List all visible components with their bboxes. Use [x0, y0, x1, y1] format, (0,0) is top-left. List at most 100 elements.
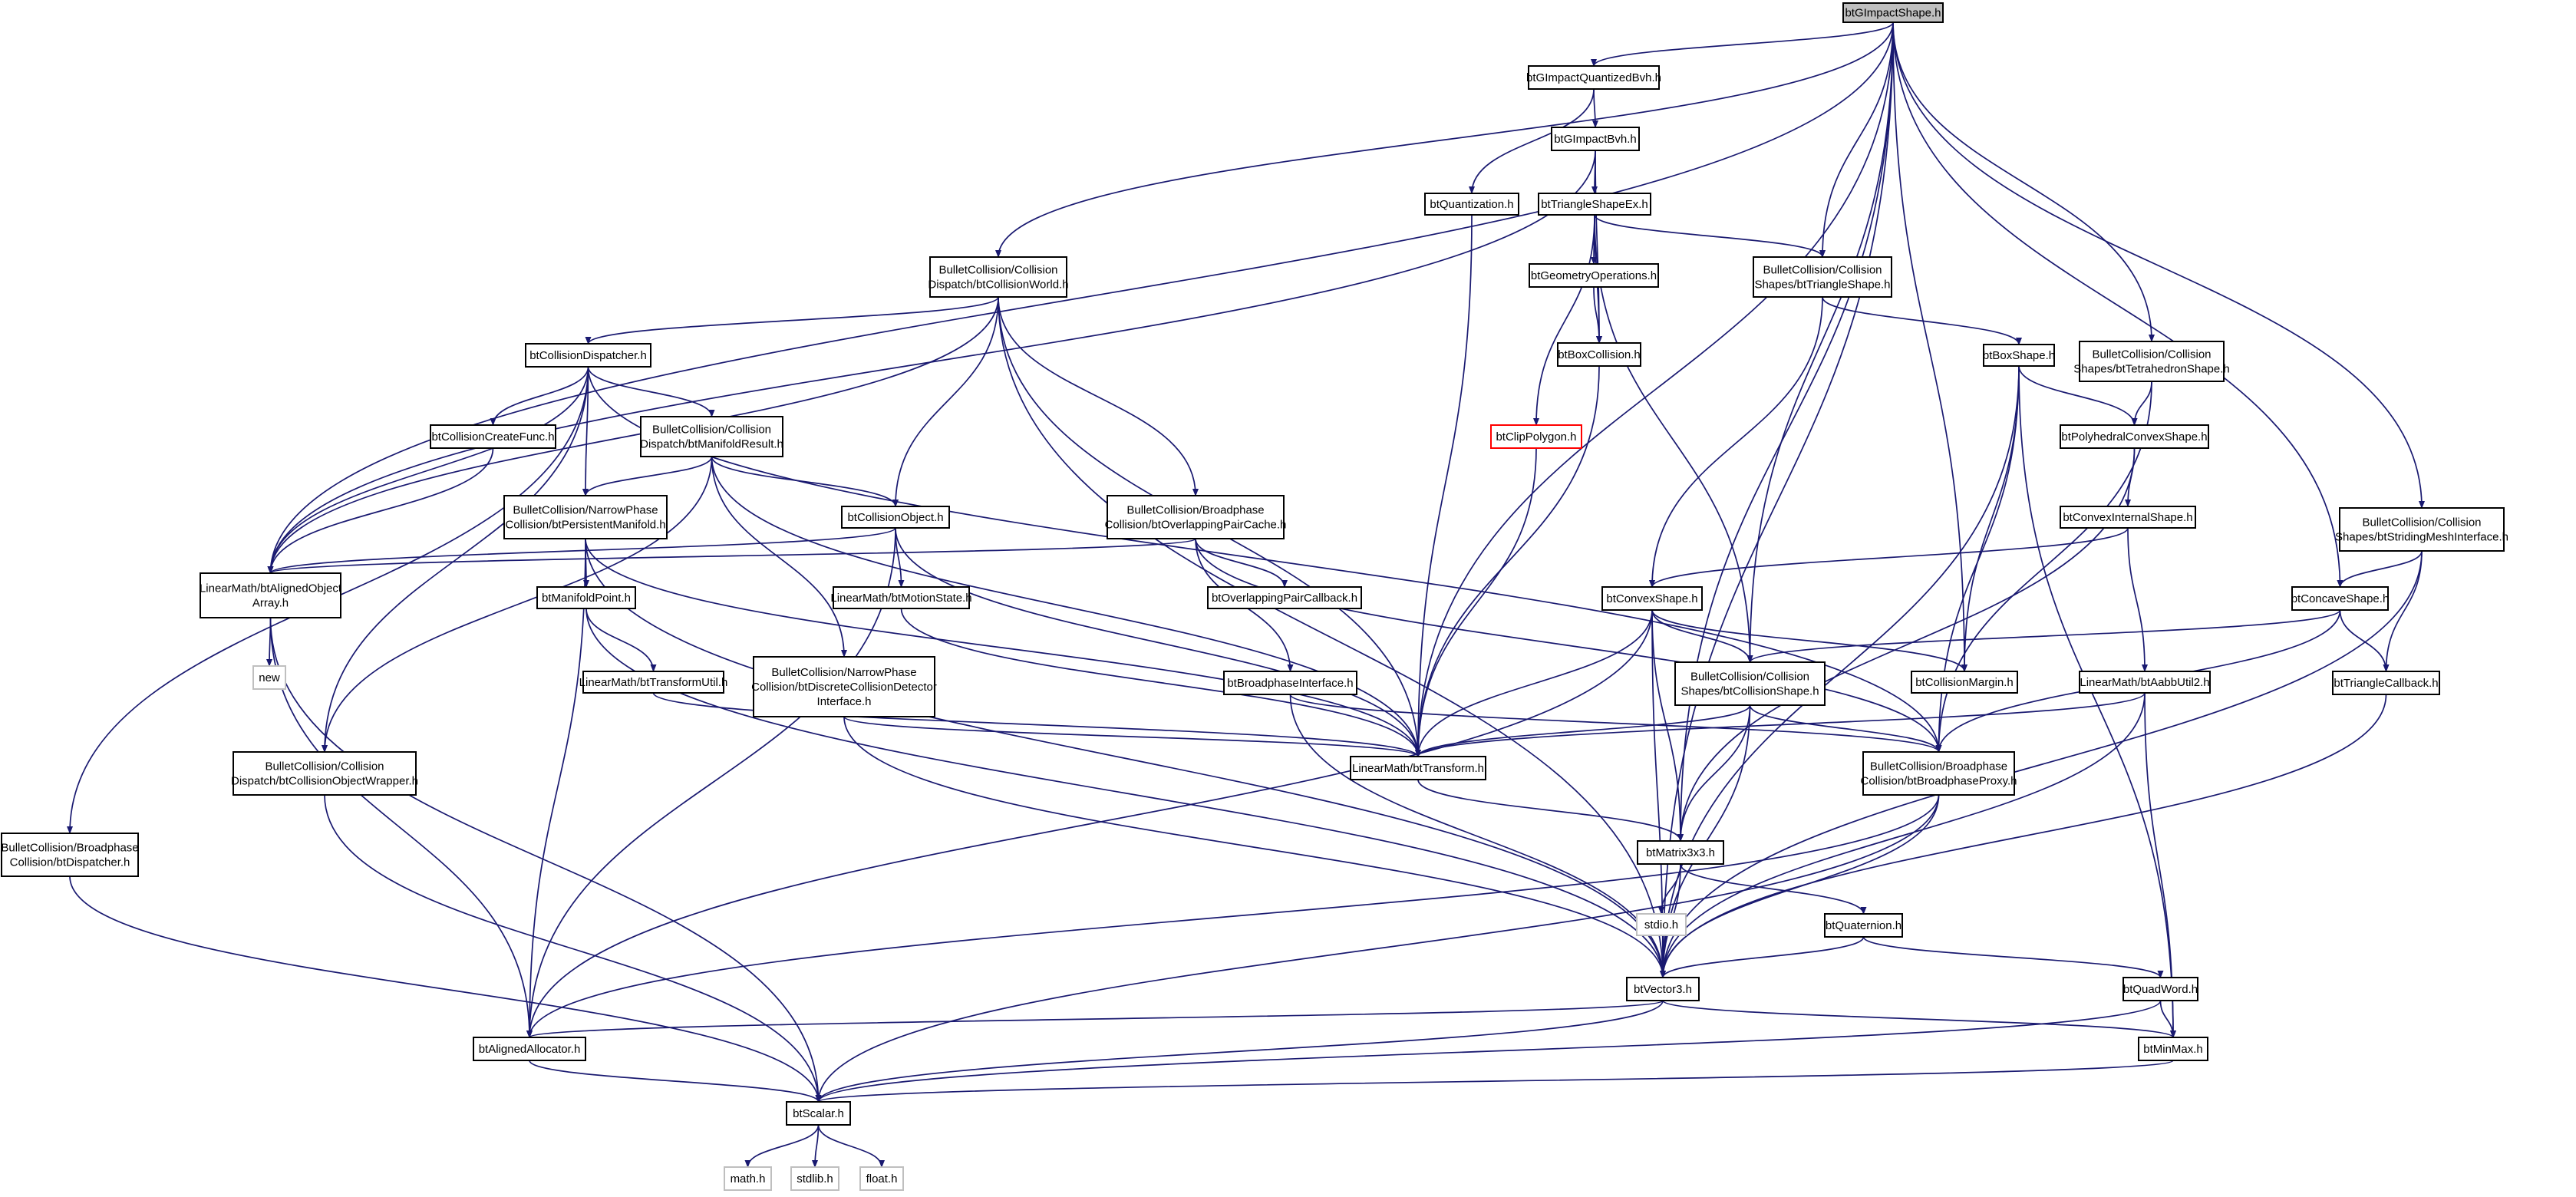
edge-striding-mesh-interface-to-triangle-callback: [2383, 550, 2423, 672]
node-collision-shape[interactable]: BulletCollision/CollisionShapes/btCollis…: [1674, 661, 1826, 706]
edge-vector3-to-aligned-allocator: [526, 1000, 1664, 1038]
node-label: Collision/btBroadphaseProxy.h: [1860, 775, 2017, 788]
node-triangle-shape[interactable]: BulletCollision/CollisionShapes/btTriang…: [1753, 256, 1892, 298]
node-min-max[interactable]: btMinMax.h: [2138, 1037, 2208, 1061]
edge-convex-shape-to-matrix3x3: [1651, 609, 1684, 842]
edge-collision-dispatcher-to-manifold-result: [587, 366, 715, 417]
node-convex-shape[interactable]: btConvexShape.h: [1601, 586, 1703, 611]
node-box: [1, 833, 139, 877]
node-box: [1674, 661, 1826, 706]
node-box: [2079, 671, 2211, 694]
node-label: BulletCollision/NarrowPhase: [513, 504, 658, 517]
edge-manifold-result-to-collision-object: [711, 456, 899, 507]
node-box: [1636, 913, 1687, 936]
node-convex-internal-shape[interactable]: btConvexInternalShape.h: [2060, 506, 2196, 529]
node-broadphase-proxy[interactable]: BulletCollision/BroadphaseCollision/btBr…: [1860, 751, 2017, 796]
node-vector3[interactable]: btVector3.h: [1626, 977, 1700, 1001]
node-triangle-callback[interactable]: btTriangleCallback.h: [2332, 671, 2440, 695]
node-persistent-manifold[interactable]: BulletCollision/NarrowPhaseCollision/btP…: [503, 495, 668, 539]
node-broadphase-interface[interactable]: btBroadphaseInterface.h: [1223, 671, 1357, 695]
node-collision-create-func[interactable]: btCollisionCreateFunc.h: [430, 424, 556, 449]
node-tetrahedron-shape[interactable]: BulletCollision/CollisionShapes/btTetrah…: [2073, 341, 2230, 382]
node-label: Dispatch/btManifoldResult.h: [640, 438, 783, 451]
edge-vector3-to-scalar: [815, 1000, 1664, 1103]
node-aabb-util2[interactable]: LinearMath/btAabbUtil2.h: [2079, 671, 2211, 694]
node-box: [1490, 424, 1582, 449]
node-gimpact-bvh[interactable]: btGImpactBvh.h: [1551, 127, 1640, 151]
node-scalar[interactable]: btScalar.h: [786, 1101, 851, 1126]
node-quantization[interactable]: btQuantization.h: [1424, 193, 1519, 216]
node-label: LinearMath/btAlignedObject: [200, 582, 342, 595]
node-box-collision[interactable]: btBoxCollision.h: [1557, 342, 1641, 367]
node-box-shape[interactable]: btBoxShape.h: [1983, 344, 2055, 367]
node-collision-object[interactable]: btCollisionObject.h: [841, 506, 950, 529]
edge-aligned-object-array-to-scalar: [269, 617, 822, 1103]
node-label: Dispatch/btCollisionObjectWrapper.h: [231, 775, 418, 788]
node-label: btGImpactBvh.h: [1554, 133, 1637, 146]
node-motion-state[interactable]: LinearMath/btMotionState.h: [830, 586, 972, 609]
edge-gimpact-shape-to-transform: [1415, 21, 1894, 757]
node-label: BulletCollision/Collision: [2362, 516, 2481, 529]
edge-manifold-result-to-transform: [711, 456, 1421, 757]
edge-persistent-manifold-to-vector3: [585, 538, 1666, 978]
node-striding-mesh-interface[interactable]: BulletCollision/CollisionShapes/btStridi…: [2335, 507, 2508, 552]
edge-collision-dispatcher-to-persistent-manifold: [582, 366, 589, 496]
node-overlapping-pair-callback[interactable]: btOverlappingPairCallback.h: [1207, 586, 1362, 609]
edge-triangle-shape-to-convex-shape: [1649, 296, 1823, 588]
node-box: [2060, 506, 2196, 529]
node-label: Shapes/btTriangleShape.h: [1754, 279, 1890, 292]
edge-striding-mesh-interface-to-vector3: [1660, 550, 2423, 978]
node-aligned-allocator[interactable]: btAlignedAllocator.h: [473, 1037, 586, 1061]
node-transform-util[interactable]: LinearMath/btTransformUtil.h: [579, 671, 728, 694]
node-manifold-point[interactable]: btManifoldPoint.h: [536, 586, 636, 609]
node-quaternion[interactable]: btQuaternion.h: [1824, 913, 1903, 938]
node-label: Shapes/btTetrahedronShape.h: [2073, 363, 2230, 376]
node-box: [786, 1101, 851, 1126]
node-label: btQuadWord.h: [2123, 983, 2198, 996]
node-label: stdio.h: [1644, 918, 1678, 932]
node-matrix3x3[interactable]: btMatrix3x3.h: [1637, 840, 1724, 865]
node-collision-dispatcher[interactable]: btCollisionDispatcher.h: [525, 343, 651, 368]
node-box: [1107, 495, 1285, 539]
edge-collision-shape-to-broadphase-proxy: [1749, 704, 1942, 753]
node-box: [1601, 586, 1703, 611]
node-transform[interactable]: LinearMath/btTransform.h: [1350, 756, 1486, 780]
node-collision-margin[interactable]: btCollisionMargin.h: [1911, 671, 2018, 694]
node-stdlib-hdr: stdlib.h: [790, 1166, 839, 1191]
node-box: [790, 1166, 839, 1191]
node-label: Collision/btOverlappingPairCache.h: [1105, 519, 1287, 532]
node-collision-object-wrapper[interactable]: BulletCollision/CollisionDispatch/btColl…: [231, 751, 418, 796]
node-overlapping-pair-cache[interactable]: BulletCollision/BroadphaseCollision/btOv…: [1105, 495, 1287, 539]
node-math-hdr: math.h: [724, 1166, 772, 1191]
node-polyhedral-convex-shape[interactable]: btPolyhedralConvexShape.h: [2060, 424, 2209, 449]
node-gimpact-shape[interactable]: btGImpactShape.h: [1842, 2, 1944, 23]
node-label: btBroadphaseInterface.h: [1227, 677, 1353, 690]
node-label: btQuantization.h: [1430, 198, 1513, 211]
node-box: [2339, 507, 2505, 552]
node-triangle-shape-ex[interactable]: btTriangleShapeEx.h: [1538, 193, 1651, 216]
node-manifold-result[interactable]: BulletCollision/CollisionDispatch/btMani…: [640, 416, 783, 457]
edge-gimpact-shape-to-collision-shape: [1746, 21, 1894, 663]
node-label: btGImpactShape.h: [1845, 7, 1941, 20]
node-box: [2138, 1037, 2208, 1061]
edge-triangle-shape-to-box-shape: [1822, 296, 2022, 345]
node-quad-word[interactable]: btQuadWord.h: [2122, 977, 2198, 1001]
edge-box-shape-to-collision-margin: [1961, 365, 2020, 672]
edge-gimpact-shape-to-tetrahedron-shape: [1892, 21, 2155, 342]
node-dispatcher[interactable]: BulletCollision/BroadphaseCollision/btDi…: [1, 833, 139, 877]
node-label: btCollisionDispatcher.h: [529, 349, 647, 362]
node-label: Dispatch/btCollisionWorld.h: [928, 279, 1068, 292]
node-concave-shape[interactable]: btConcaveShape.h: [2291, 586, 2390, 611]
node-discrete-detector[interactable]: BulletCollision/NarrowPhaseCollision/btD…: [751, 656, 937, 717]
edge-aabb-util2-to-vector3: [1660, 692, 2146, 978]
node-label: LinearMath/btTransformUtil.h: [579, 676, 728, 689]
node-box: [1626, 977, 1700, 1001]
node-gimpact-qbvh[interactable]: btGImpactQuantizedBvh.h: [1526, 65, 1661, 90]
node-clip-polygon[interactable]: btClipPolygon.h: [1490, 424, 1582, 449]
node-label: btCollisionObject.h: [847, 511, 943, 524]
edge-aligned-allocator-to-scalar: [529, 1060, 822, 1103]
node-geometry-operations[interactable]: btGeometryOperations.h: [1529, 263, 1659, 288]
node-collision-world[interactable]: BulletCollision/CollisionDispatch/btColl…: [928, 256, 1069, 298]
